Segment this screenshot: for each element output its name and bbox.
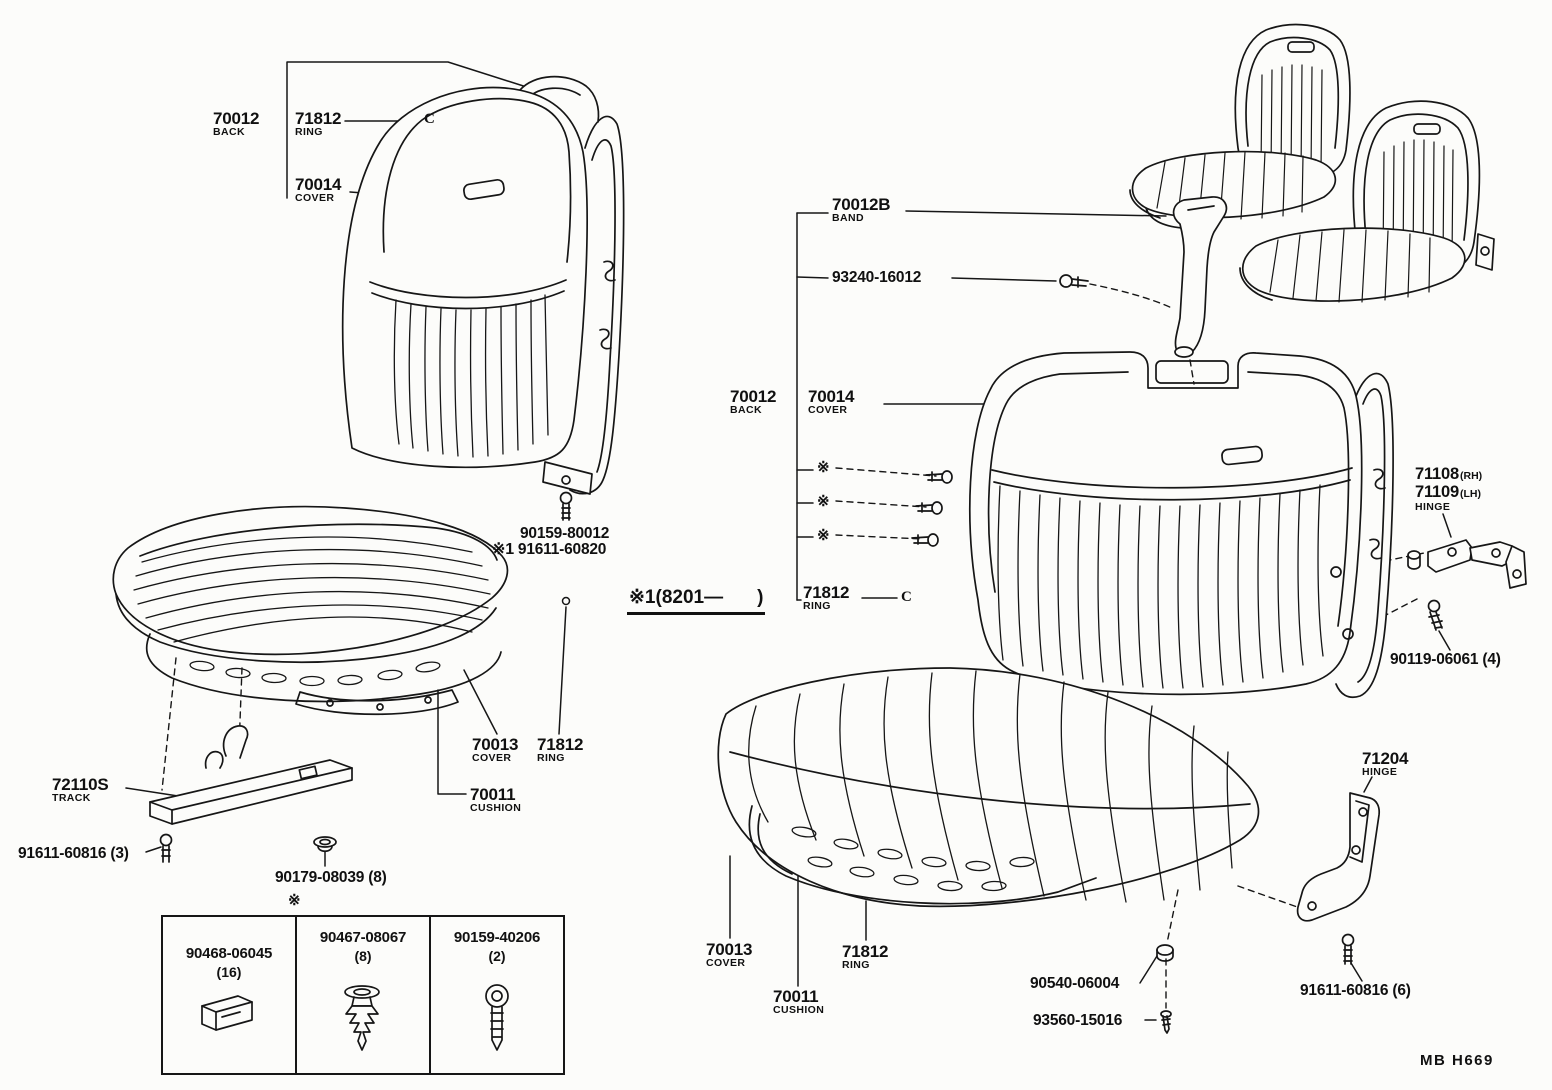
frame-screw-icon [561,493,572,521]
ref-letter-c-left: C [424,111,435,127]
label-ring-bench-back: 71812 RING [803,583,850,613]
label-hinge-bolt: 90119-06061 (4) [1390,651,1501,668]
label-lower-hinge-bolt: 91611-60816 (6) [1300,982,1411,999]
lower-hinge-bolt-icon [1343,935,1354,965]
label-lower-hinge: 71204 HINGE [1362,749,1409,779]
label-cover-left-back: 70014 COVER [295,175,342,205]
band-drawing [1060,197,1226,357]
leader-lines [126,62,1451,1020]
table-marker: ※ [288,892,301,909]
fastener-cell-2: 90467-08067 (8) [297,917,431,1073]
label-back-left: 70012 BACK [213,109,260,139]
label-cushion-left: 70011 CUSHION [470,785,522,815]
label-upper-hinge: 71108(RH) 71109(LH) HINGE [1415,465,1483,513]
production-note: ※1(8201—) [627,586,766,615]
clip-icon [202,996,252,1030]
label-pan-clip: 90179-08039 (8) [275,869,387,886]
fastener-cell-3: 90159-40206 (2) [453,929,541,964]
track-bolt-icon [161,835,172,863]
seat-track-drawing [150,726,352,862]
fastener-icons [202,985,508,1050]
label-cushion-screw: 93560-15016 [1033,1012,1123,1029]
label-ring-left-cushion: 71812 RING [537,735,584,765]
star-marker-2: ※ [817,493,830,510]
fastener-table: 90468-06045 (16) 90467-08067 (8) 90159-4… [161,915,565,1075]
assembled-seats-drawing [1130,25,1494,302]
label-ring-left-top: 71812 RING [295,109,342,139]
table-screw-icon [486,985,508,1050]
cushion-screw-icon [1161,1011,1171,1033]
label-back-bench: 70012 BACK [730,387,777,417]
label-cover-bench-cushion: 70013 COVER [706,940,753,970]
label-ring-bench-cushion: 71812 RING [842,942,889,972]
left-seat-cushion-drawing [113,507,507,715]
lower-hinge-drawing [1298,793,1380,964]
hinge-bolt-icon [1429,601,1443,631]
trim-screw-icons [912,471,952,546]
label-cover-bench-back: 70014 COVER [808,387,855,417]
label-track: 72110S TRACK [52,775,109,805]
star-marker-3: ※ [817,527,830,544]
page-code: MB H669 [1420,1052,1494,1069]
bench-cushion-drawing [718,668,1258,1033]
label-cover-left-cushion: 70013 COVER [472,735,519,765]
label-band-screw: 93240-16012 [832,269,922,286]
upper-hinge-drawing [1408,540,1526,630]
tree-fastener-icon [345,986,379,1050]
bench-back-drawing [912,352,1393,697]
star-marker-1: ※ [817,459,830,476]
cushion-nut-icon [1157,945,1173,961]
left-seat-back-drawing [343,77,624,520]
fastener-cell-1: 90468-06045 (16) [163,917,297,1073]
label-track-bolt: 91611-60816 (3) [18,845,129,862]
label-band: 70012B BAND [832,195,891,225]
label-cushion-nut: 90540-06004 [1030,975,1120,992]
label-cushion-bench: 70011 CUSHION [773,987,825,1017]
pan-clip-icon [314,837,336,851]
label-frame-screw: 90159-80012 [520,525,610,542]
band-screw-icon [1060,275,1088,287]
ref-letter-c-right: C [901,589,912,605]
